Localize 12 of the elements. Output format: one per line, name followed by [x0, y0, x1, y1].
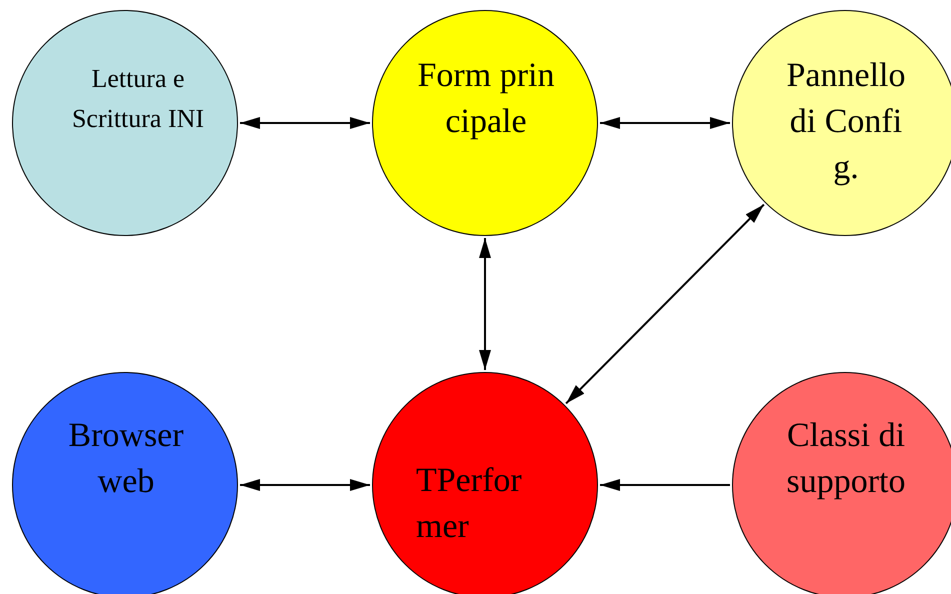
- node-label: Pannello di Config.: [786, 56, 906, 188]
- arrow: [479, 238, 491, 370]
- node-label: Lettura e Scrittura INI: [70, 63, 206, 135]
- node-label: TPerformer: [416, 461, 523, 547]
- arrow: [565, 204, 765, 404]
- node-label: Form principale: [416, 56, 556, 142]
- arrow: [600, 479, 730, 491]
- arrow: [240, 479, 370, 491]
- node-label: Browser web: [67, 416, 185, 502]
- arrow: [600, 117, 730, 129]
- node-label: Classi di supporto: [786, 416, 906, 502]
- arrow: [240, 117, 370, 129]
